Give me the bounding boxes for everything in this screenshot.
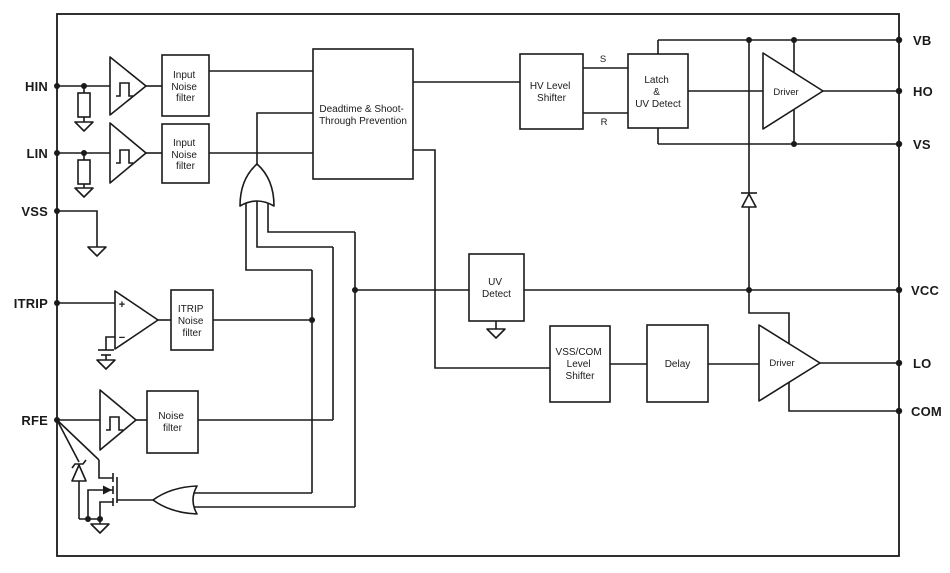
latch-reset-label: R <box>601 117 608 128</box>
vss-ground-icon <box>87 246 107 257</box>
pin-label-lo: LO <box>913 356 931 371</box>
high-side-driver-icon: Driver <box>762 52 824 130</box>
lin-pulldown-resistor <box>74 159 94 198</box>
clamp-or-gate-icon <box>152 485 198 515</box>
pin-label-vb: VB <box>913 33 931 48</box>
right-pin-labels: VB HO VS VCC LO COM <box>911 33 942 419</box>
left-pin-labels: HIN LIN VSS ITRIP RFE <box>14 79 48 428</box>
pin-label-vcc: VCC <box>911 283 939 298</box>
svg-text:Deadtime & Shoot- Throug: Deadtime & Shoot- Through Prevention <box>319 104 407 127</box>
comparator-plus-label: + <box>119 299 125 311</box>
pin-label-hin: HIN <box>25 79 48 94</box>
ground-icon <box>74 187 94 198</box>
block-vss-com-level-shifter: VSS/COM Level Shifter <box>549 325 611 403</box>
nmos-transistor-icon <box>90 473 118 534</box>
ic-outline <box>56 13 900 557</box>
block-hin-noise-filter: Input Noise filter <box>161 54 210 117</box>
svg-text:Input Noise filter: Input Noise filter <box>171 70 199 104</box>
hin-pulldown-resistor <box>74 92 94 132</box>
ground-icon <box>96 359 116 370</box>
comparator-minus-label: − <box>119 332 125 344</box>
svg-text:Input Noise filter: Input Noise filter <box>171 138 199 172</box>
pin-label-vss: VSS <box>21 204 48 219</box>
pin-label-lin: LIN <box>26 146 48 161</box>
fault-or-gate-icon <box>239 163 275 207</box>
wires <box>56 39 899 524</box>
svg-text:Driver: Driver <box>769 358 794 369</box>
block-lin-noise-filter: Input Noise filter <box>161 123 210 184</box>
pin-label-ho: HO <box>913 84 933 99</box>
rfe-zener-diode-icon <box>71 459 87 482</box>
block-rfe-noise-filter: Noise filter <box>146 390 199 454</box>
ground-icon <box>486 328 506 339</box>
rfe-schmitt-buffer-icon <box>99 389 137 451</box>
pin-label-rfe: RFE <box>21 413 48 428</box>
svg-text:VSS/COM Level Shif: VSS/COM Level Shifter <box>556 347 605 382</box>
low-side-driver-icon: Driver <box>758 324 821 402</box>
pin-label-com: COM <box>911 404 942 419</box>
block-uv-detect: UV Detect <box>468 253 525 339</box>
pin-label-vs: VS <box>913 137 931 152</box>
svg-text:UV Detect: UV Detect <box>482 277 511 300</box>
lin-schmitt-buffer-icon <box>109 122 147 184</box>
ground-icon <box>90 523 110 534</box>
ground-icon <box>74 121 94 132</box>
reference-battery-icon <box>96 349 116 370</box>
latch-set-label: S <box>600 54 606 65</box>
svg-text:Driver: Driver <box>773 87 798 98</box>
svg-text:ITRIP Noise filter: ITRIP Noise filter <box>178 304 206 339</box>
block-latch-uv-detect: Latch & UV Detect <box>627 53 689 129</box>
svg-text:HV Level Shifter: HV Level Shifter <box>530 81 573 104</box>
itrip-comparator-icon: + − <box>114 290 159 350</box>
pin-label-itrip: ITRIP <box>14 296 48 311</box>
block-delay: Delay <box>646 324 709 403</box>
block-hv-level-shifter: HV Level Shifter <box>519 53 584 130</box>
svg-text:Latch & UV Detect: Latch & UV Detect <box>635 75 681 110</box>
block-itrip-noise-filter: ITRIP Noise filter <box>170 289 214 351</box>
bootstrap-diode-icon <box>741 192 757 208</box>
junction-dots <box>54 36 903 522</box>
hin-schmitt-buffer-icon <box>109 56 147 116</box>
svg-text:Delay: Delay <box>665 359 691 370</box>
block-deadtime-shoot-through: Deadtime & Shoot- Through Prevention <box>312 48 414 180</box>
svg-text:Noise filter: Noise filter <box>158 411 186 434</box>
